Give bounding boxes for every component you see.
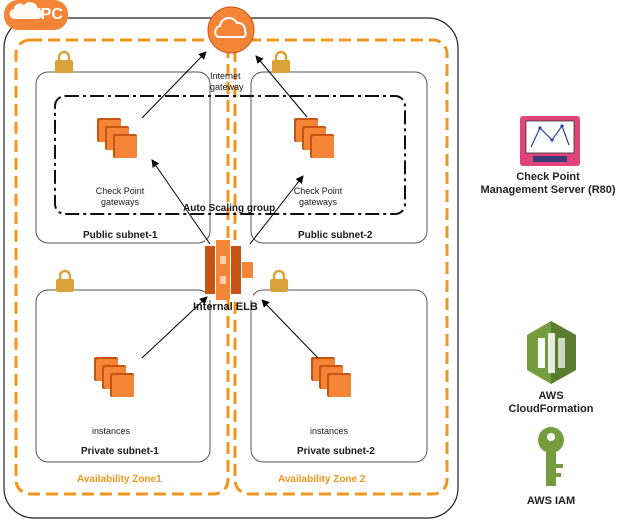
lock-icon-private-1 — [54, 269, 76, 294]
private-subnet-1-label: Private subnet-1 — [81, 446, 159, 457]
vpc-label: VPC — [30, 6, 63, 23]
checkpoint-gateways-label-1: Check Point gateways — [95, 186, 145, 207]
elb-icon — [205, 240, 253, 300]
ec2-icon-private-2 — [311, 357, 351, 397]
arrow-inst1-to-elb — [141, 296, 208, 359]
arrow-gw1-to-igw — [141, 51, 207, 119]
private-subnet-2-boundary — [250, 289, 428, 463]
lock-icon-private-2 — [268, 269, 290, 294]
lock-icon-public-2 — [270, 50, 292, 75]
iam-label: AWS IAM — [526, 495, 576, 507]
vpc-tab — [4, 0, 68, 30]
ec2-icon-public-2 — [294, 118, 334, 158]
internet-gateway-label: Internet gateway — [210, 71, 244, 92]
iam-key-icon — [538, 427, 564, 486]
auto-scaling-group-boundary — [54, 95, 406, 215]
arrow-elb-to-gw2 — [249, 175, 304, 245]
arrow-gw2-to-igw — [255, 55, 308, 118]
public-subnet-1-label: Public subnet-1 — [83, 230, 158, 241]
auto-scaling-group-label: Auto Scaling group — [183, 203, 276, 214]
cloudformation-label: AWS CloudFormation — [508, 390, 594, 415]
availability-zone-1-label: Availability Zone1 — [77, 474, 162, 485]
checkpoint-gateways-label-2: Check Point gateways — [293, 186, 343, 207]
arrow-elb-to-gw1 — [151, 159, 211, 245]
public-subnet-2-boundary — [250, 71, 428, 244]
ec2-icon-private-1 — [94, 357, 134, 397]
management-server-label: Check Point Management Server (R80) — [480, 171, 616, 196]
arrow-inst2-to-elb — [261, 299, 319, 359]
management-server-icon — [520, 116, 580, 166]
internal-elb-label: Internal ELB — [193, 301, 258, 313]
internet-gateway-icon — [207, 6, 255, 54]
instances-label-2: instances — [310, 426, 349, 436]
ec2-icon-public-1 — [97, 118, 137, 158]
private-subnet-2-label: Private subnet-2 — [297, 446, 375, 457]
public-subnet-1-boundary — [35, 71, 211, 244]
public-subnet-2-label: Public subnet-2 — [298, 230, 373, 241]
lock-icon-public-1 — [53, 50, 75, 75]
instances-label-1: instances — [92, 426, 131, 436]
private-subnet-1-boundary — [35, 289, 211, 463]
cloudformation-icon — [527, 321, 576, 384]
availability-zone-2-label: Availability Zone 2 — [278, 474, 366, 485]
